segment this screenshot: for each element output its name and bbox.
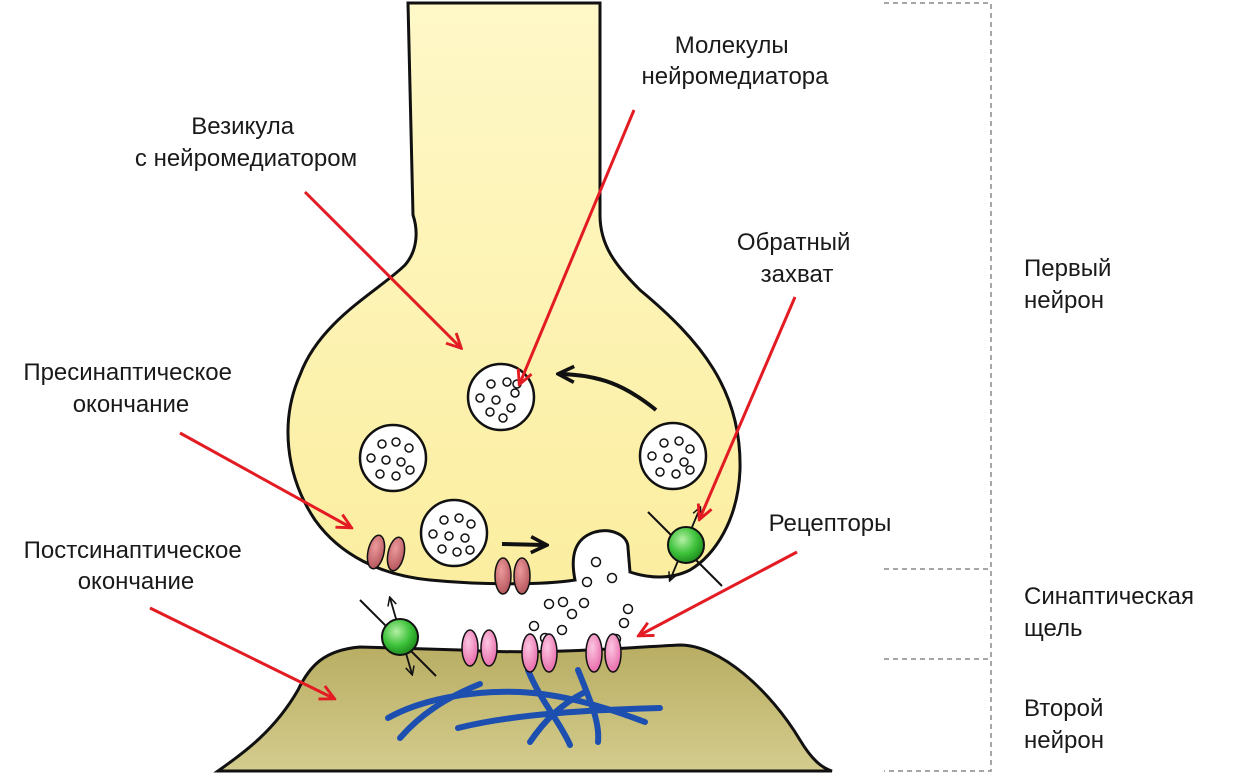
vesicle [358, 423, 428, 493]
label-arrows [149, 109, 798, 698]
vesicle [419, 498, 489, 568]
reuptake-transporter-post [359, 598, 437, 677]
vesicle-label: Везикула с нейромедиатором [135, 113, 357, 172]
postsynaptic-label: Постсинаптическое окончание [24, 537, 249, 595]
presynaptic-receptor [366, 534, 406, 572]
second-neuron-label: Второй нейрон [1024, 695, 1110, 754]
postsynaptic-receptor [461, 629, 498, 667]
region-brackets [884, 2, 992, 772]
molecules-arrow [520, 109, 636, 383]
presynaptic-arrow [179, 431, 350, 527]
first-neuron-label: Первый нейрон [1024, 255, 1118, 314]
vesicle [638, 421, 708, 491]
presynaptic-receptor [494, 557, 531, 595]
presynaptic-terminal [286, 1, 742, 586]
reuptake-transporter-pre [647, 508, 723, 587]
presynaptic-label: Пресинаптическое окончание [23, 359, 238, 418]
molecules-label: Молекулы нейромедиатора [641, 32, 829, 90]
receptors-label: Рецепторы [769, 510, 892, 537]
postsynaptic-arrow [149, 606, 333, 698]
synaptic-cleft-label: Синаптическая щель [1024, 583, 1201, 642]
recycle-arrow [560, 374, 658, 412]
release-arrow [501, 544, 545, 545]
postsynaptic-receptor [521, 633, 558, 673]
receptors-arrow [640, 550, 798, 635]
cytoskeleton-fibers [385, 667, 663, 748]
reuptake-arrow [700, 296, 797, 518]
vesicle-arrow [303, 190, 460, 347]
reuptake-label: Обратный захват [737, 229, 857, 288]
postsynaptic-receptor [585, 633, 622, 673]
postsynaptic-terminal [213, 643, 833, 773]
